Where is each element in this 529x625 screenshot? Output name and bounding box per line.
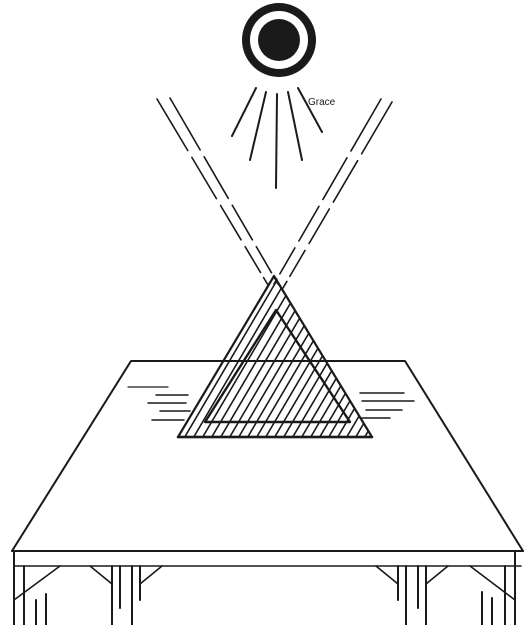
prism-hatch-line [363,270,463,440]
prism-hatch-line [210,270,310,440]
prism-hatch-line [138,270,238,440]
prism-hatch-line [345,270,445,440]
prism-hatch-line [336,270,436,440]
left-beam-inner [170,98,278,284]
prism-hatch-line [165,270,265,440]
left-beam-outer [157,99,268,285]
prism-hatch-line [147,270,247,440]
prism-hatch-line [192,270,292,440]
prism-hatch-line [183,270,283,440]
prism-hatch-line [156,270,256,440]
prism-hatch-line [174,270,274,440]
prism-hatch-line [228,270,328,440]
light-beams [157,98,392,288]
prism-hatch-line [381,270,481,440]
prism-hatch-line [120,270,220,440]
prism-hatch-line [417,270,517,440]
pyramid-prism [120,270,517,440]
prism-hatch-line [282,270,382,440]
prism-hatch-line [318,270,418,440]
prism-hatch-line [219,270,319,440]
table [12,361,523,625]
prism-hatching [120,270,517,440]
prism-hatch-line [327,270,427,440]
prism-hatch-line [390,270,490,440]
prism-hatch-line [129,270,229,440]
prism-hatch-line [264,270,364,440]
prism-hatch-line [300,270,400,440]
right-beam-inner [283,102,392,288]
right-beam-outer [274,99,381,284]
sun-icon [242,3,316,77]
prism-hatch-line [246,270,346,440]
prism-hatch-line [408,270,508,440]
prism-hatch-line [399,270,499,440]
prism-hatch-line [372,270,472,440]
grace-label: Grace [308,97,336,108]
